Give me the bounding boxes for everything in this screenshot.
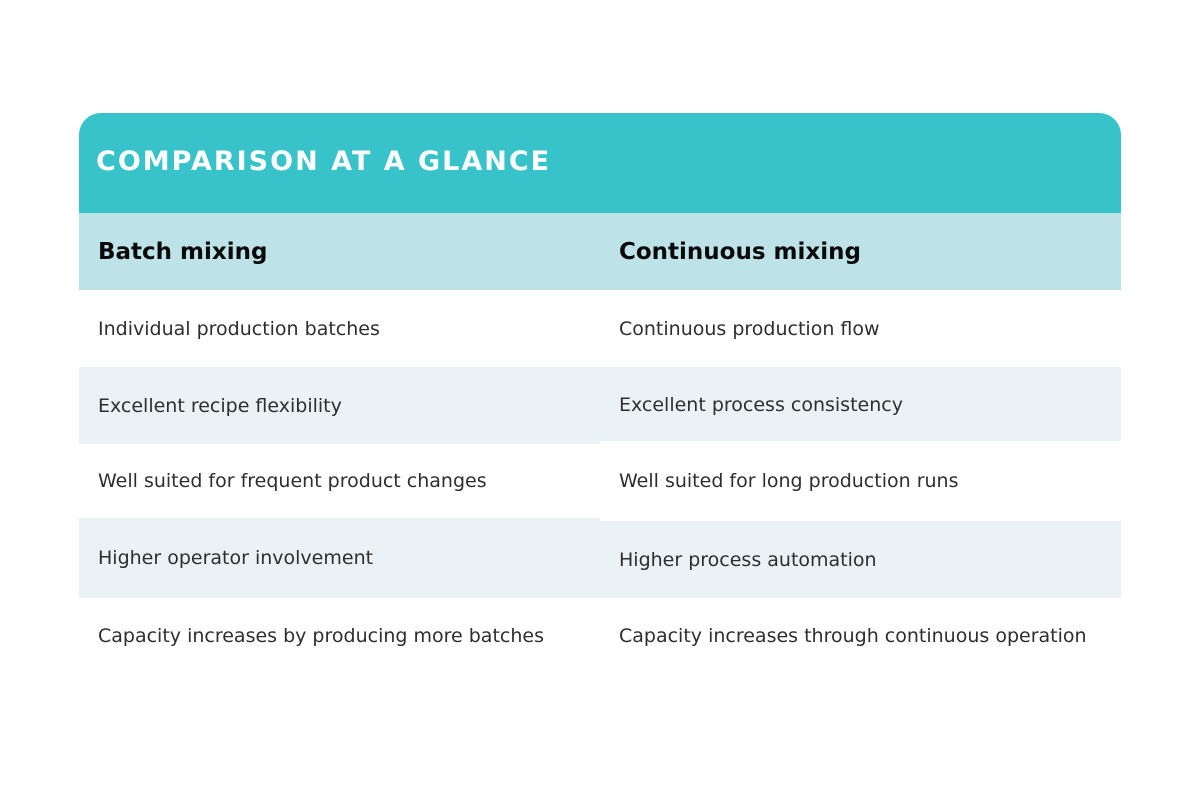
table-cell: Capacity increases through continuous op… xyxy=(619,625,1087,647)
header-continuous-mixing: Continuous mixing xyxy=(619,238,861,265)
table-cell: Continuous production flow xyxy=(619,318,880,340)
comparison-rows: Individual production batches Continuous… xyxy=(79,290,1121,675)
row-band-right-4 xyxy=(600,521,1121,598)
table-cell: Higher process automation xyxy=(619,549,877,571)
title-bar: COMPARISON AT A GLANCE xyxy=(79,113,1121,213)
row-band-right-2 xyxy=(600,367,1121,441)
header-batch-mixing: Batch mixing xyxy=(98,238,268,265)
table-cell: Excellent recipe flexibility xyxy=(98,395,342,417)
table-cell: Well suited for frequent product changes xyxy=(98,470,487,492)
row-band-left-4 xyxy=(79,518,600,598)
table-header-row: Batch mixing Continuous mixing xyxy=(79,213,1121,290)
table-cell: Individual production batches xyxy=(98,318,380,340)
table-cell: Higher operator involvement xyxy=(98,547,374,569)
comparison-card: COMPARISON AT A GLANCE Batch mixing Cont… xyxy=(79,113,1121,675)
table-cell: Capacity increases by producing more bat… xyxy=(98,625,544,647)
table-cell: Well suited for long production runs xyxy=(619,470,959,492)
comparison-title: COMPARISON AT A GLANCE xyxy=(96,145,552,177)
row-band-left-2 xyxy=(79,367,600,444)
table-cell: Excellent process consistency xyxy=(619,394,903,416)
